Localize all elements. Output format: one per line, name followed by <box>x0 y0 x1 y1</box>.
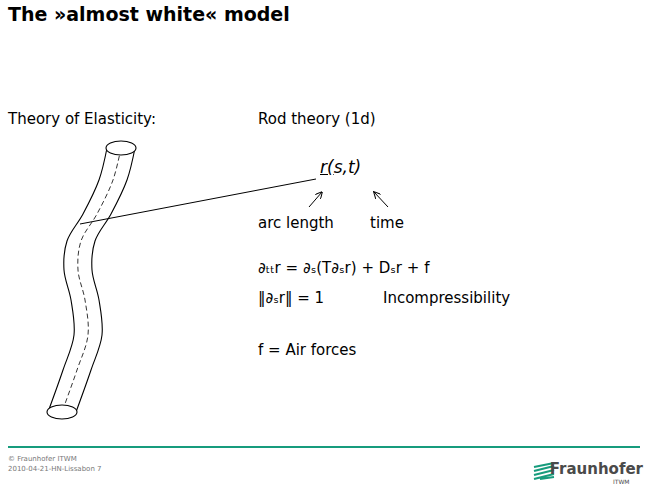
equation: ‖∂ₛr‖ = 1 <box>258 289 324 307</box>
section-label: Theory of Elasticity: <box>8 110 156 128</box>
footer-text: 2010-04-21-HN-Lissabon 7 <box>8 465 102 473</box>
pointer-arrow <box>374 192 388 207</box>
equation: f = Air forces <box>258 341 356 359</box>
equation: ∂ₜₜr = ∂ₛ(T∂ₛr) + Dₛr + f <box>258 259 429 277</box>
rod-illustration <box>47 141 136 419</box>
section-label: Rod theory (1d) <box>258 110 376 128</box>
logo-text: ITWM <box>613 478 630 485</box>
rod-end <box>47 405 77 419</box>
rod-end <box>106 141 136 155</box>
rod-outline <box>76 148 135 412</box>
rod-outline <box>48 148 107 412</box>
logo-text: Fraunhofer <box>550 460 643 478</box>
pointer-arrow <box>309 192 322 207</box>
slide-title: The »almost white« model <box>8 3 290 25</box>
annotation: time <box>370 214 404 232</box>
annotation: Incompressibility <box>383 289 510 307</box>
annotation: arc length <box>258 214 334 232</box>
rod-centerline <box>62 148 121 412</box>
footer-text: © Fraunhofer ITWM <box>8 455 77 463</box>
footer-rule <box>8 446 640 448</box>
formula: r(s,t) <box>320 157 361 177</box>
